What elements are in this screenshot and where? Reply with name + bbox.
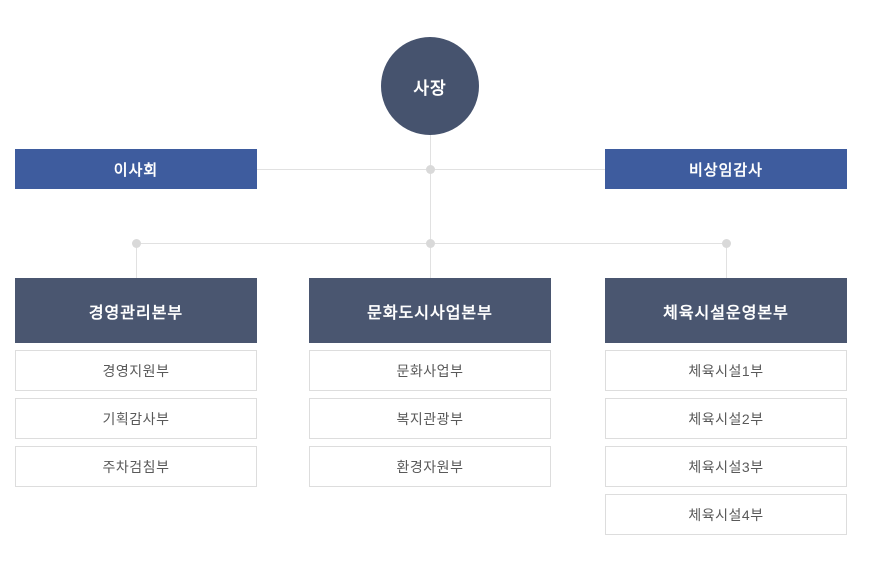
department-box: 체육시설3부 [605, 446, 847, 487]
department-box: 체육시설2부 [605, 398, 847, 439]
division-column-sports-facility: 체육시설운영본부 체육시설1부 체육시설2부 체육시설3부 체육시설4부 [605, 278, 847, 535]
department-box: 기획감사부 [15, 398, 257, 439]
junction-dot-division-2 [426, 239, 435, 248]
connector-vertical-root [430, 135, 431, 243]
connector-drop-division-1 [136, 243, 137, 278]
division-header: 문화도시사업본부 [309, 278, 551, 343]
division-title: 체육시설운영본부 [663, 304, 789, 322]
department-label: 기획감사부 [102, 410, 170, 427]
board-label: 이사회 [113, 161, 159, 179]
department-box: 문화사업부 [309, 350, 551, 391]
connector-drop-division-3 [726, 243, 727, 278]
department-box: 주차검침부 [15, 446, 257, 487]
division-column-management: 경영관리본부 경영지원부 기획감사부 주차검침부 [15, 278, 257, 487]
auditor-node: 비상임감사 [605, 149, 847, 189]
auditor-label: 비상임감사 [688, 161, 763, 179]
junction-dot-division-3 [722, 239, 731, 248]
ceo-label: 사장 [413, 78, 447, 98]
department-label: 환경자원부 [396, 458, 464, 475]
division-column-culture-city: 문화도시사업본부 문화사업부 복지관광부 환경자원부 [309, 278, 551, 487]
department-label: 체육시설1부 [688, 362, 764, 379]
ceo-node: 사장 [381, 37, 479, 135]
department-label: 체육시설2부 [688, 410, 764, 427]
board-node: 이사회 [15, 149, 257, 189]
department-label: 체육시설3부 [688, 458, 764, 475]
department-box: 체육시설4부 [605, 494, 847, 535]
department-box: 체육시설1부 [605, 350, 847, 391]
department-label: 복지관광부 [396, 410, 464, 427]
connector-drop-division-2 [430, 243, 431, 278]
division-header: 경영관리본부 [15, 278, 257, 343]
division-header: 체육시설운영본부 [605, 278, 847, 343]
division-title: 경영관리본부 [88, 304, 184, 322]
department-label: 문화사업부 [396, 362, 464, 379]
department-box: 경영지원부 [15, 350, 257, 391]
department-label: 체육시설4부 [688, 506, 764, 523]
department-label: 주차검침부 [102, 458, 170, 475]
junction-dot-staff [426, 165, 435, 174]
junction-dot-division-1 [132, 239, 141, 248]
department-label: 경영지원부 [102, 362, 170, 379]
department-box: 복지관광부 [309, 398, 551, 439]
department-box: 환경자원부 [309, 446, 551, 487]
division-title: 문화도시사업본부 [367, 304, 493, 322]
